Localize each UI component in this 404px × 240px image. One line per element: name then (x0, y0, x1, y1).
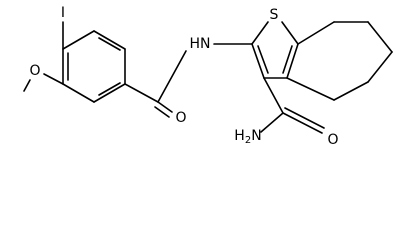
aryl-carbonyl-bond (124, 83, 159, 103)
sulfur-atom-label: S (270, 7, 279, 23)
benzene-bond-6 (62, 30, 95, 50)
benzene-inner-bond-1 (98, 37, 121, 51)
thiophene-c2-c3-inner-bond (257, 45, 269, 74)
amide-c-o-double-b (284, 107, 325, 129)
amide-c-o-double-a (282, 112, 323, 134)
cyclohexane-bond-5 (333, 81, 369, 101)
amide-oxygen-label: O (327, 132, 338, 148)
thiophene-c7a-c3a-bond (286, 43, 299, 79)
amide-c-nh2-bond (260, 112, 284, 133)
structure-canvas: I O O HN S H2N O (23, 5, 393, 148)
benzene-bond-3 (93, 83, 126, 103)
methoxy-oxygen-label: O (29, 63, 40, 79)
iodine-atom-label: I (61, 5, 65, 21)
benzene-inner-bond-2 (98, 82, 121, 96)
thiophene-c7a-c3a-inner-bond (282, 45, 293, 74)
cyclohexane-bond-3 (367, 21, 393, 53)
carbonyl-nh-bond (157, 50, 187, 103)
methoxy-aryl-o-bond (43, 73, 64, 85)
benzene-bond-4 (62, 83, 95, 103)
thiophene-c2-s-bond (251, 21, 269, 45)
amide-nh-label: HN (190, 36, 211, 52)
cyclohexane-bond-4 (367, 51, 393, 83)
molecule-diagram: I O O HN S H2N O (23, 5, 393, 148)
bond-layer (23, 21, 393, 134)
methoxy-o-ch3-bond (23, 79, 31, 92)
amide-nh2-label: H2N (234, 128, 261, 146)
benzene-bond-1 (93, 30, 126, 50)
cyclohexane-bond-1 (297, 21, 335, 45)
carbonyl-double-bond-a (157, 101, 173, 113)
c3-amide-carbon-bond (263, 77, 284, 114)
cyclohexane-bond-6 (286, 77, 335, 101)
carbonyl-double-bond-b (154, 106, 170, 118)
thiophene-c3-c2-bond (251, 43, 265, 79)
thiophene-s-c7a-bond (281, 21, 299, 45)
carbonyl-oxygen-label: O (175, 110, 186, 126)
